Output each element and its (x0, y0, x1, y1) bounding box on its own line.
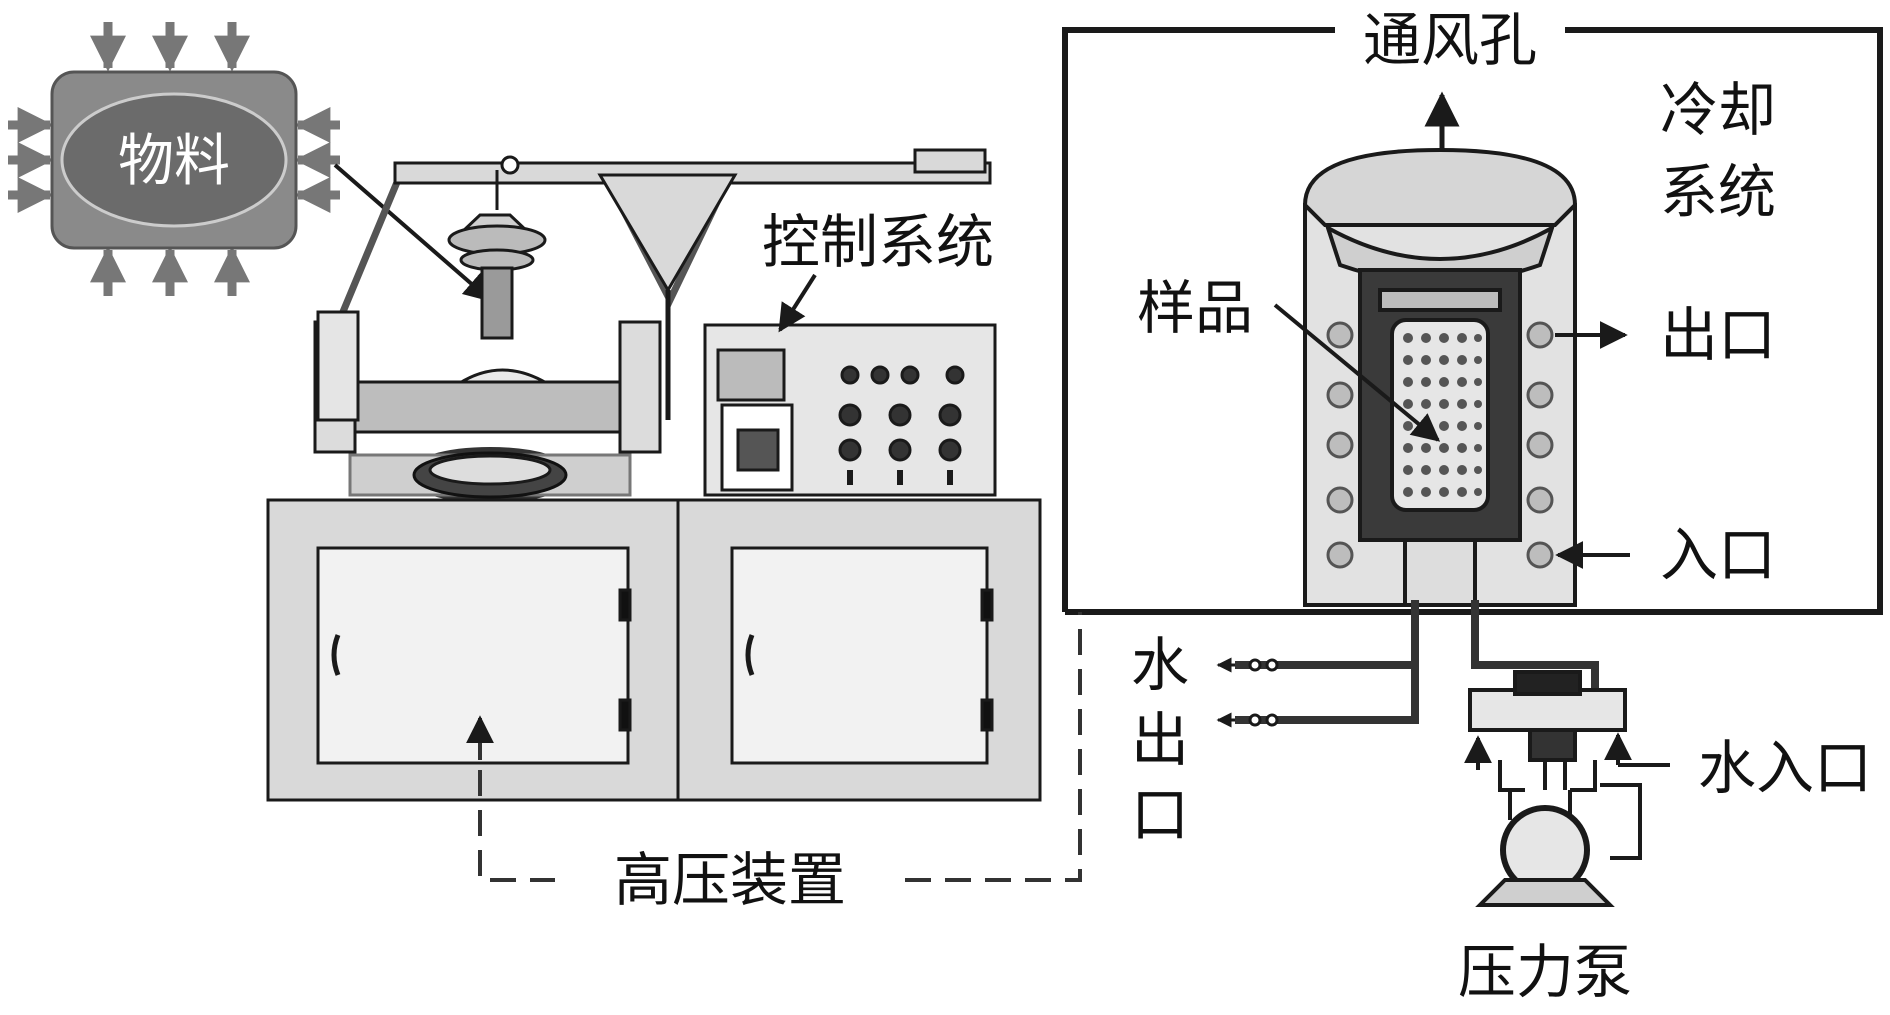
control-system-label: 控制系统 (762, 208, 994, 276)
cooling-label-line2: 系统 (1660, 158, 1776, 226)
water-pipes (1235, 600, 1599, 724)
material-label: 物料 (118, 129, 230, 194)
coil-circles (1326, 321, 1554, 569)
inlet-label: 入口 (1660, 521, 1776, 589)
outlet-label: 出口 (1660, 301, 1776, 369)
water-out-label-1: 水 (1131, 631, 1189, 699)
cooling-label-line1: 冷却 (1660, 76, 1776, 144)
material-pressure-arrows (8, 22, 340, 296)
pressure-pump-label: 压力泵 (1458, 938, 1632, 1006)
water-out-label-3: 口 (1131, 781, 1189, 849)
high-pressure-device-label: 高压装置 (614, 846, 846, 914)
furnace (1302, 147, 1578, 607)
high-pressure-dashed-connector (478, 612, 1082, 882)
vent-hole-label: 通风孔 (1363, 6, 1537, 74)
water-out-arrows (1216, 657, 1279, 728)
sample-arrow (1273, 303, 1441, 442)
control-system-arrow (778, 273, 817, 333)
water-out-label-2: 出 (1131, 706, 1189, 774)
pressure-pump (1468, 670, 1642, 907)
high-pressure-machine (266, 148, 1042, 802)
sample-label: 样品 (1137, 274, 1253, 342)
sample-grid (1403, 333, 1482, 497)
material-block: 物料 (8, 22, 340, 296)
water-inlet-label: 水入口 (1698, 734, 1872, 802)
material-ellipse (60, 92, 288, 228)
material-pointer-arrow (333, 163, 493, 302)
